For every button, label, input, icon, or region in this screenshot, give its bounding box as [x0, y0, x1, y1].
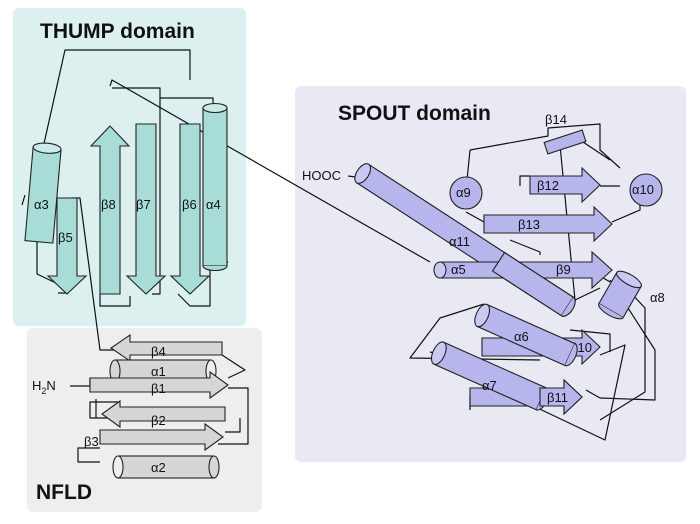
strand-b8: β8: [89, 125, 131, 295]
helix-a6-label: α6: [514, 329, 529, 344]
helix-a9-label: α9: [456, 185, 471, 200]
helix-a10-label: α10: [632, 182, 654, 197]
svg-text:HOOC: HOOC: [302, 168, 341, 183]
helix-a4: α4: [202, 102, 228, 272]
strand-b7: β7: [125, 123, 167, 295]
helix-a7-label: α7: [482, 378, 497, 393]
nfld-domain-title: NFLD: [36, 481, 92, 504]
strand-b3-label: β3: [84, 434, 99, 449]
helix-a10: α10: [629, 173, 663, 207]
strand-b6-label: β6: [182, 197, 197, 212]
c-terminus-label: HOOC: [302, 168, 341, 183]
helix-a1-label: α1: [151, 364, 166, 379]
strand-b12: β12: [529, 166, 601, 204]
strand-b4: β4: [110, 333, 223, 363]
strand-b3: β3: [84, 422, 224, 452]
helix-a1: α1: [109, 359, 217, 383]
strand-b1: β1: [89, 370, 229, 400]
helix-a5-label: α5: [451, 262, 466, 277]
strand-b4-label: β4: [151, 344, 166, 359]
strand-b14-label: β14: [545, 112, 567, 127]
helix-a9: α9: [449, 176, 483, 210]
strand-b2: β2: [101, 399, 226, 429]
spout-domain-title: SPOUT domain: [338, 102, 491, 125]
n-terminus-label: H2N: [32, 378, 56, 396]
helix-a3: α3: [24, 142, 62, 244]
helix-a8-label: α8: [650, 290, 665, 305]
strand-b11-label-top: β11: [547, 390, 568, 405]
helix-a11-label: α11: [449, 234, 470, 249]
strand-b8-label: β8: [101, 197, 116, 212]
strand-b12-label: β12: [537, 178, 559, 193]
thump-domain-title: THUMP domain: [40, 20, 195, 43]
helix-a4-label: α4: [206, 197, 221, 212]
helix-a6: α6: [474, 303, 578, 367]
strand-b7-label: β7: [136, 197, 151, 212]
strand-b5: β5: [46, 197, 88, 295]
strand-b1-label: β1: [151, 381, 166, 396]
strand-b14: β14: [543, 112, 587, 155]
helix-a2-label: α2: [151, 460, 166, 475]
strand-b5-label: β5: [58, 230, 73, 245]
strand-b2-label: β2: [151, 413, 166, 428]
strand-b6: β6: [169, 123, 211, 295]
helix-a7: α7: [430, 341, 550, 411]
svg-text:H2N: H2N: [32, 378, 56, 396]
strand-b13: β13: [483, 205, 613, 243]
helix-a11-overlap: [491, 251, 576, 317]
strand-b13-label: β13: [518, 217, 540, 232]
helix-a3-label: α3: [34, 197, 49, 212]
strand-b11-overlap: [539, 378, 583, 416]
strand-b9-label: β9: [556, 262, 571, 277]
helix-a2: α2: [112, 455, 220, 479]
helix-a8: α8: [598, 270, 665, 320]
